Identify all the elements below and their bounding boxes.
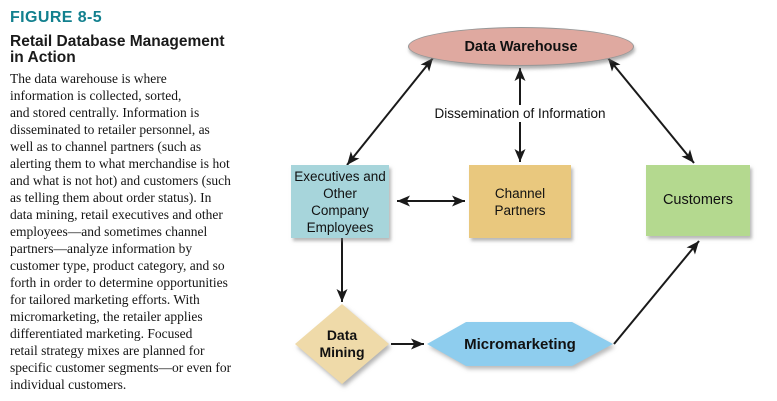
- data-mining-label: Data Mining: [319, 327, 365, 360]
- customers-label: Customers: [662, 192, 734, 208]
- node-channel-partners: Channel Partners: [469, 165, 571, 238]
- data-warehouse-label: Data Warehouse: [464, 38, 578, 55]
- arrow-warehouse-executives: [346, 57, 434, 166]
- node-executives: Executives and Other Company Employees: [291, 165, 389, 238]
- node-data-warehouse: Data Warehouse: [408, 27, 634, 66]
- node-customers: Customers: [646, 165, 750, 236]
- node-data-mining: Data Mining: [295, 304, 389, 384]
- micromarketing-label: Micromarketing: [464, 335, 576, 353]
- figure-title: Retail Database Management in Action: [10, 33, 225, 66]
- channel-partners-label: Channel Partners: [494, 185, 546, 218]
- micromarketing-hexagon-shape: [427, 322, 613, 366]
- figure-caption-text: The data warehouse is where information …: [10, 71, 232, 392]
- node-micromarketing: Micromarketing: [427, 322, 613, 366]
- dissemination-label: Dissemination of Information: [430, 105, 610, 122]
- arrow-warehouse-customers: [607, 57, 695, 164]
- arrow-micromarketing-customers: [613, 240, 700, 345]
- figure-label: FIGURE 8-5: [10, 9, 103, 26]
- executives-label: Executives and Other Company Employees: [294, 168, 386, 235]
